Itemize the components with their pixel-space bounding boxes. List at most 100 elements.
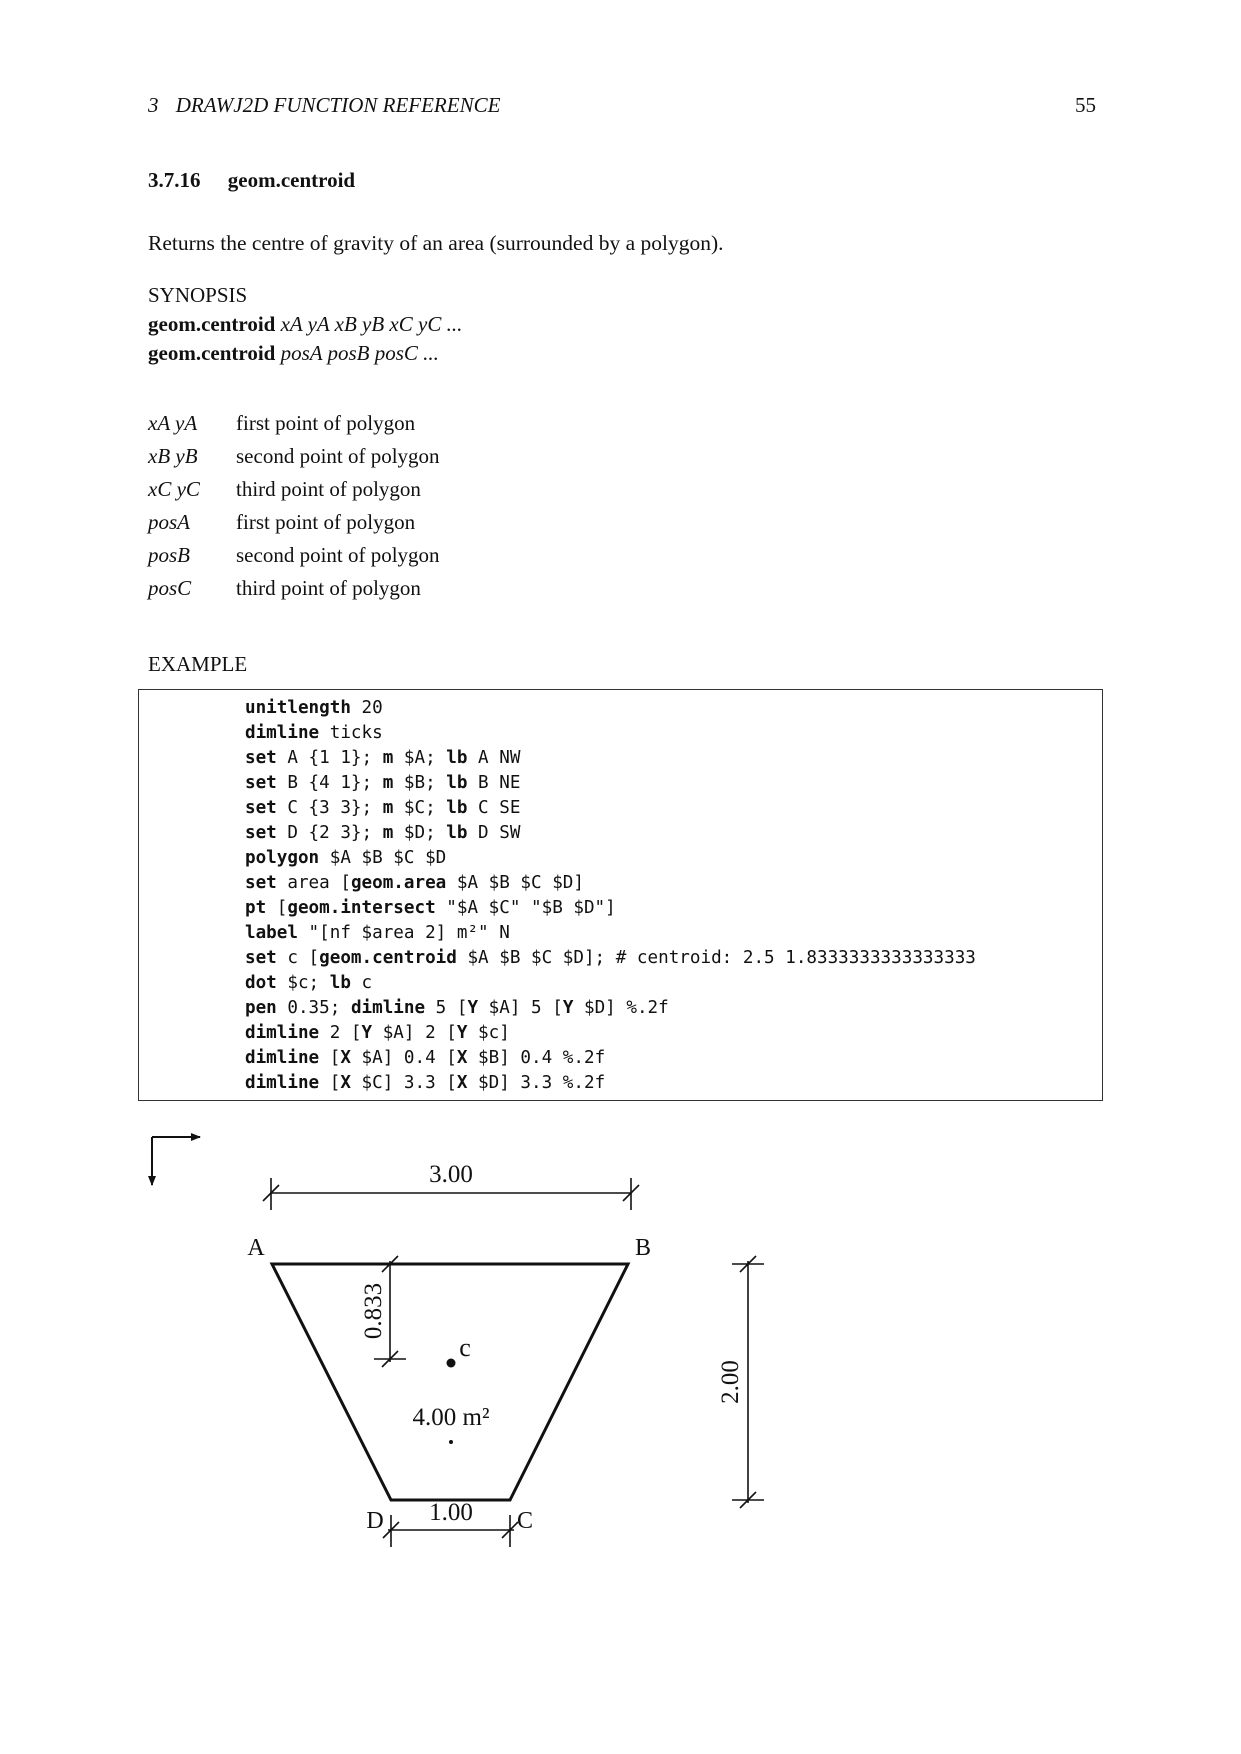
code-keyword: polygon bbox=[245, 848, 320, 868]
code-text: [ bbox=[319, 1073, 341, 1093]
code-keyword: set bbox=[245, 798, 277, 818]
code-text: $A] 0.4 [ bbox=[350, 1048, 457, 1068]
area-point bbox=[449, 1440, 453, 1444]
dimline-right bbox=[732, 1255, 764, 1509]
code-keyword: Y bbox=[456, 1023, 468, 1043]
code-text: $c; bbox=[276, 973, 330, 993]
code-keyword: geom.area bbox=[350, 873, 447, 893]
code-line: set B {4 1}; m $B; lb B NE bbox=[245, 771, 976, 796]
code-line: dimline [X $C] 3.3 [X $D] 3.3 %.2f bbox=[245, 1071, 976, 1096]
code-text: $B; bbox=[393, 773, 447, 793]
section-number: 3.7.16 bbox=[148, 168, 201, 192]
code-keyword: Y bbox=[361, 1023, 373, 1043]
parameter-name: posA bbox=[148, 510, 190, 534]
code-line: set c [geom.centroid $A $B $C $D]; # cen… bbox=[245, 946, 976, 971]
code-keyword: lb bbox=[329, 973, 351, 993]
code-text: 0.35; bbox=[276, 998, 351, 1018]
code-keyword: X bbox=[456, 1073, 468, 1093]
code-text: $A] 5 [ bbox=[478, 998, 563, 1018]
dimline-top bbox=[262, 1178, 640, 1210]
code-keyword: X bbox=[340, 1073, 351, 1093]
parameter-desc: third point of polygon bbox=[236, 477, 421, 501]
code-keyword: m bbox=[382, 748, 394, 768]
code-text: $C; bbox=[393, 798, 447, 818]
code-line: polygon $A $B $C $D bbox=[245, 846, 976, 871]
code-text: $A $B $C $D] bbox=[446, 873, 584, 893]
code-text: $A] 2 [ bbox=[372, 1023, 457, 1043]
code-text: D SW bbox=[467, 823, 521, 843]
code-keyword: set bbox=[245, 873, 277, 893]
code-line: set A {1 1}; m $A; lb A NW bbox=[245, 746, 976, 771]
code-keyword: set bbox=[245, 773, 277, 793]
code-text: 2 [ bbox=[319, 1023, 362, 1043]
synopsis-args: xA yA xB yB xC yC ... bbox=[280, 312, 463, 336]
code-line: dimline ticks bbox=[245, 721, 976, 746]
code-keyword: dot bbox=[245, 973, 277, 993]
code-text: "$A $C" "$B $D"] bbox=[435, 898, 616, 918]
code-text: $c] bbox=[467, 1023, 510, 1043]
parameter-desc: first point of polygon bbox=[236, 411, 416, 435]
code-line: label "[nf $area 2] m²" N bbox=[245, 921, 976, 946]
parameter-name: posC bbox=[148, 576, 192, 600]
code-line: set C {3 3}; m $C; lb C SE bbox=[245, 796, 976, 821]
synopsis-command: geom.centroid bbox=[148, 312, 276, 336]
code-keyword: geom.intersect bbox=[287, 898, 436, 918]
code-keyword: set bbox=[245, 948, 277, 968]
dim-height-label: 2.00 bbox=[717, 1360, 744, 1404]
code-text: c bbox=[350, 973, 373, 993]
code-line: pen 0.35; dimline 5 [Y $A] 5 [Y $D] %.2f bbox=[245, 996, 976, 1021]
parameter-name: xA yA bbox=[148, 411, 198, 435]
code-text: $D] %.2f bbox=[573, 998, 669, 1018]
code-keyword: m bbox=[382, 798, 394, 818]
centroid-dot bbox=[446, 1358, 456, 1368]
point-label-b: B bbox=[635, 1235, 651, 1261]
code-line: unitlength 20 bbox=[245, 696, 976, 721]
chapter-title: DRAWJ2D FUNCTION REFERENCE bbox=[175, 93, 501, 117]
parameter-row: xA yA first point of polygon bbox=[148, 411, 440, 444]
code-text: area [ bbox=[276, 873, 351, 893]
code-keyword: lb bbox=[446, 773, 468, 793]
code-text: 5 [ bbox=[425, 998, 468, 1018]
chapter-number: 3 bbox=[148, 93, 159, 117]
dim-centroid-label: 0.833 bbox=[360, 1283, 387, 1339]
code-keyword: dimline bbox=[245, 1073, 320, 1093]
code-text: $A; bbox=[393, 748, 447, 768]
code-keyword: set bbox=[245, 748, 277, 768]
point-label-c: C bbox=[517, 1508, 533, 1534]
synopsis-line: geom.centroid xA yA xB yB xC yC ... bbox=[148, 310, 462, 339]
centroid-label: c bbox=[459, 1333, 471, 1362]
code-keyword: dimline bbox=[245, 1048, 320, 1068]
code-keyword: geom.centroid bbox=[319, 948, 457, 968]
point-label-a: A bbox=[247, 1235, 265, 1261]
code-text: [ bbox=[266, 898, 288, 918]
section-title: geom.centroid bbox=[227, 168, 356, 192]
code-keyword: X bbox=[456, 1048, 468, 1068]
coordinate-axes-icon bbox=[148, 1133, 201, 1186]
code-text: A {1 1}; bbox=[276, 748, 383, 768]
code-text: $B] 0.4 %.2f bbox=[467, 1048, 606, 1068]
area-label: 4.00 m² bbox=[413, 1404, 490, 1431]
code-text: 20 bbox=[350, 698, 383, 718]
parameter-desc: first point of polygon bbox=[236, 510, 416, 534]
code-text: D {2 3}; bbox=[276, 823, 383, 843]
code-text: $D] 3.3 %.2f bbox=[467, 1073, 606, 1093]
code-text: $C] 3.3 [ bbox=[350, 1073, 457, 1093]
parameter-desc: third point of polygon bbox=[236, 576, 421, 600]
dim-top-label: 3.00 bbox=[429, 1161, 473, 1188]
page-number: 55 bbox=[1075, 93, 1096, 117]
synopsis-command: geom.centroid bbox=[148, 341, 276, 365]
code-text: ticks bbox=[319, 723, 383, 743]
dim-bottom-label: 1.00 bbox=[429, 1499, 473, 1526]
running-header: 3 DRAWJ2D FUNCTION REFERENCE bbox=[148, 93, 500, 118]
dimline-centroid bbox=[374, 1255, 406, 1368]
point-label-d: D bbox=[366, 1508, 383, 1534]
code-keyword: set bbox=[245, 823, 277, 843]
code-keyword: label bbox=[245, 923, 298, 943]
code-line: set D {2 3}; m $D; lb D SW bbox=[245, 821, 976, 846]
